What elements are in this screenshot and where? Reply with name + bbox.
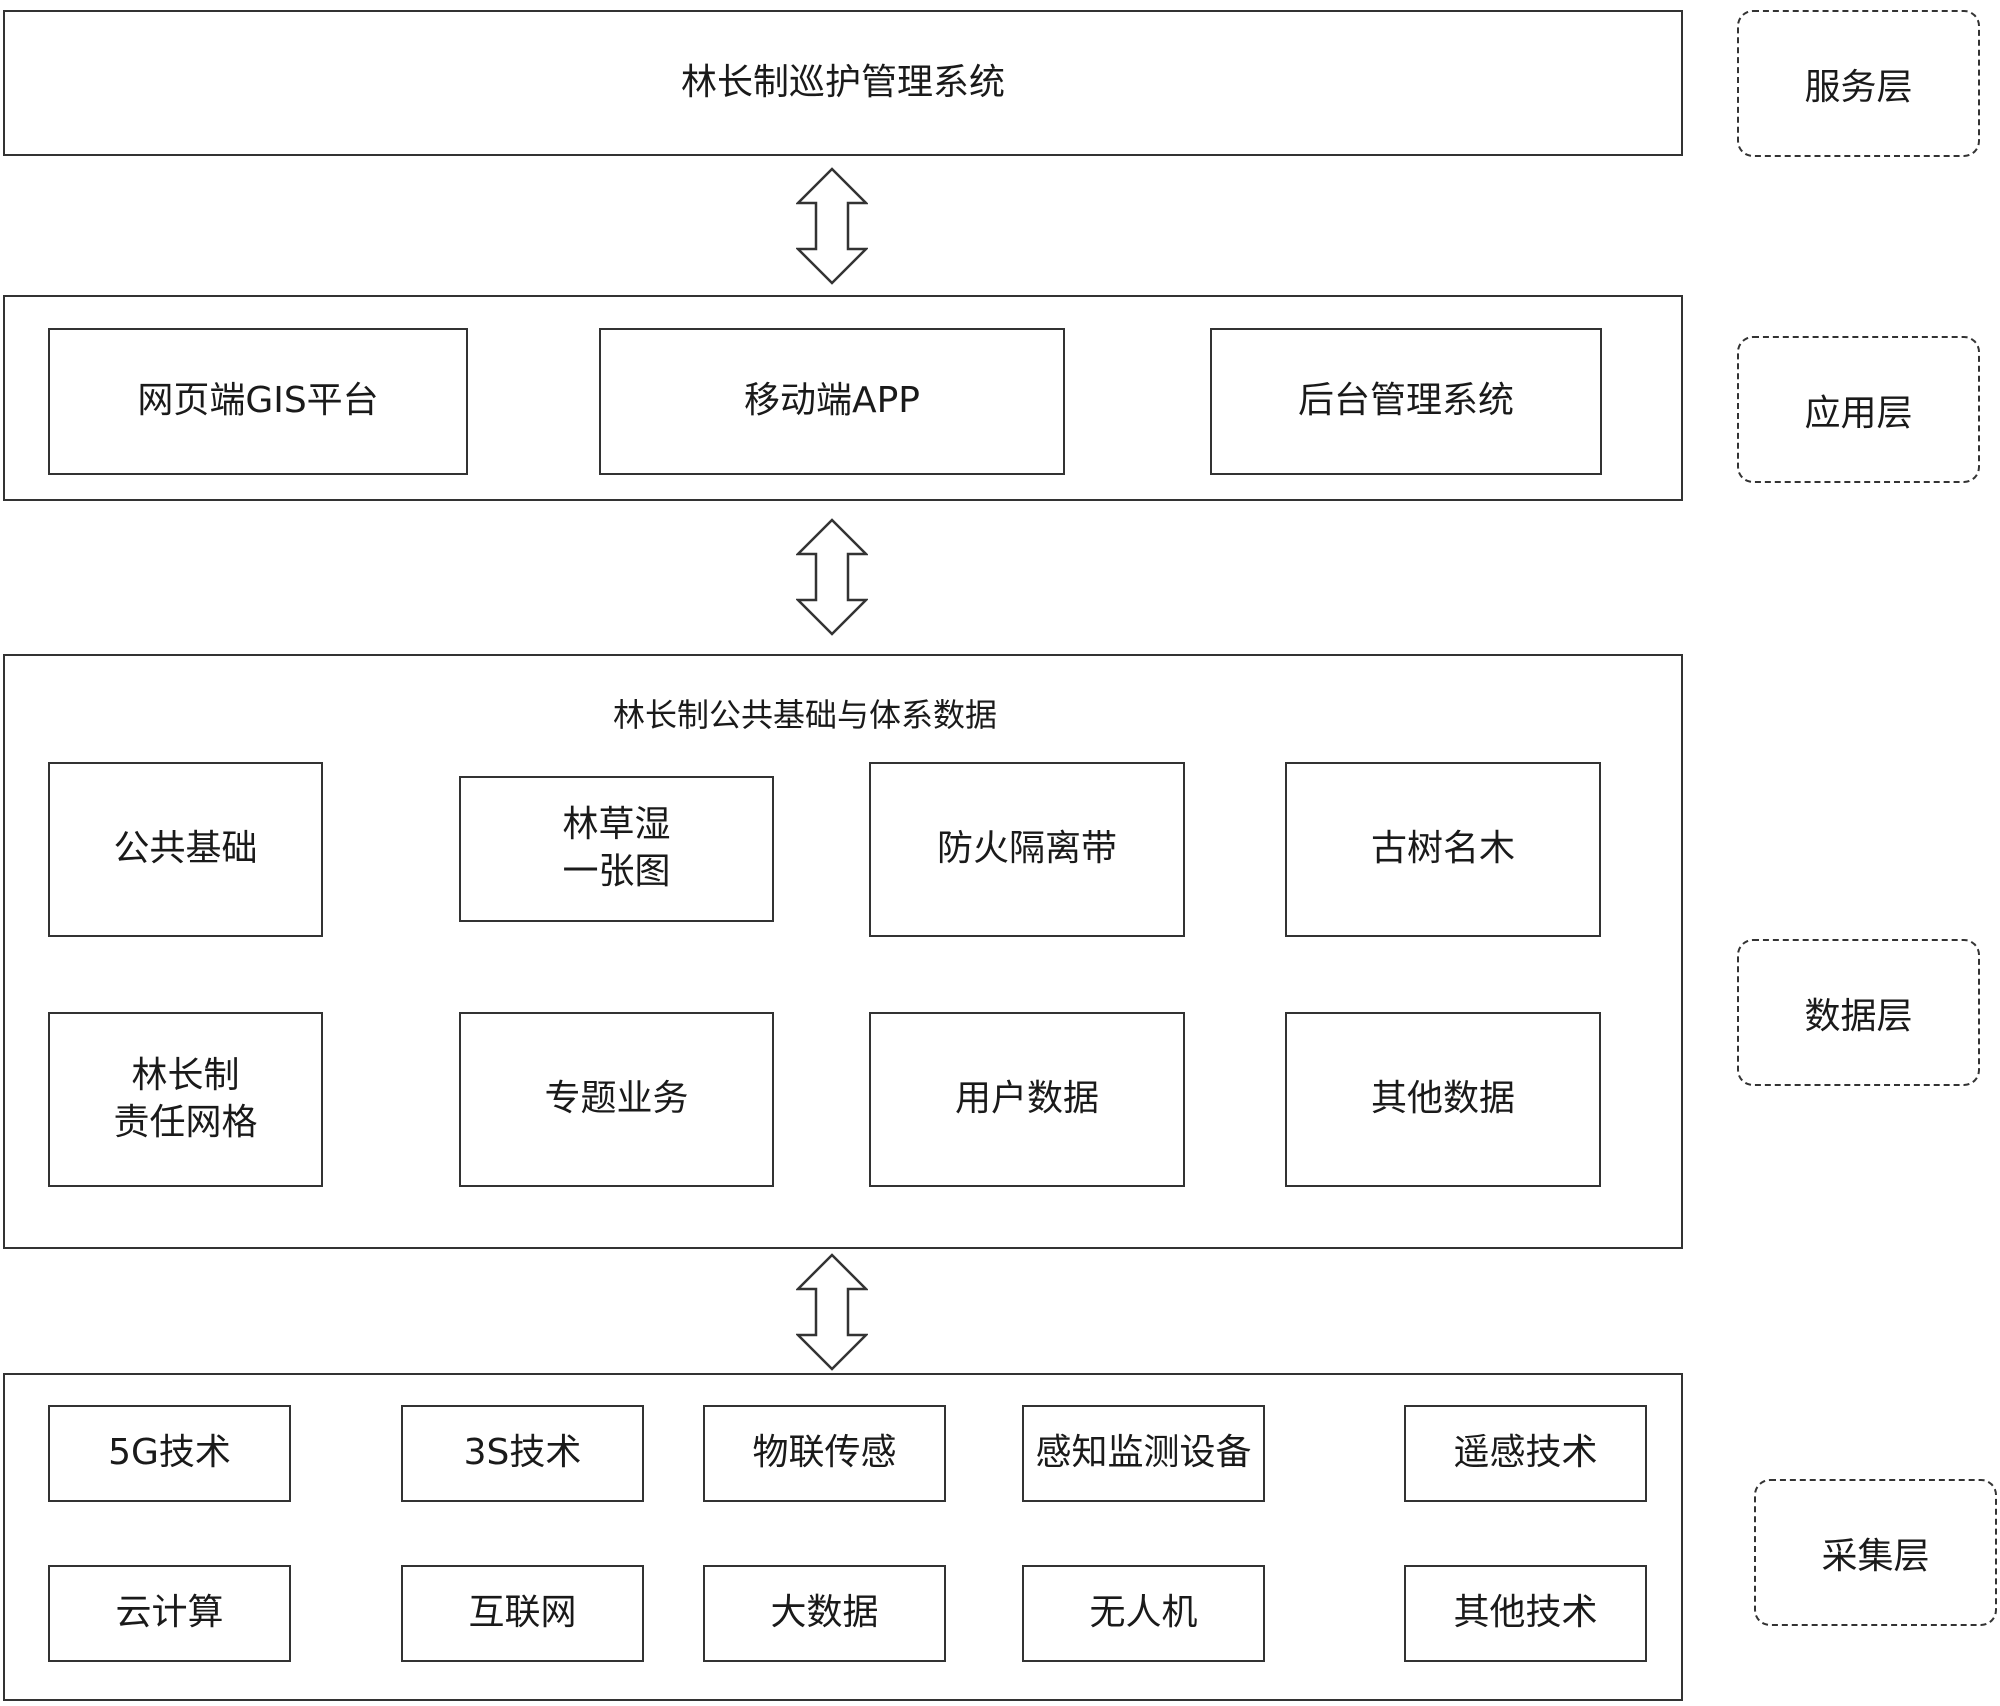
- layer-label-application: 应用层: [1737, 336, 1980, 483]
- collection-item-monitoring-devices: 感知监测设备: [1022, 1405, 1265, 1502]
- data-item-ancient-trees: 古树名木: [1285, 762, 1601, 937]
- layer-label-collection: 采集层: [1754, 1479, 1997, 1626]
- data-item-forest-grass-wetland: 林草湿 一张图: [459, 776, 774, 922]
- collection-item-remote-sensing: 遥感技术: [1404, 1405, 1647, 1502]
- data-item-responsibility-grid: 林长制 责任网格: [48, 1012, 323, 1187]
- collection-item-internet: 互联网: [401, 1565, 644, 1662]
- layer-label-data: 数据层: [1737, 939, 1980, 1086]
- collection-item-cloud-computing: 云计算: [48, 1565, 291, 1662]
- service-layer-box: 林长制巡护管理系统: [3, 10, 1683, 156]
- collection-item-5g: 5G技术: [48, 1405, 291, 1502]
- collection-item-iot-sensing: 物联传感: [703, 1405, 946, 1502]
- bidirectional-arrow-data-collection: [796, 1253, 868, 1371]
- app-item-backend: 后台管理系统: [1210, 328, 1602, 475]
- data-item-user-data: 用户数据: [869, 1012, 1185, 1187]
- collection-item-big-data: 大数据: [703, 1565, 946, 1662]
- system-title: 林长制巡护管理系统: [680, 61, 1005, 103]
- data-item-public-base: 公共基础: [48, 762, 323, 937]
- collection-item-3s: 3S技术: [401, 1405, 644, 1502]
- data-item-other-data: 其他数据: [1285, 1012, 1601, 1187]
- data-item-thematic-business: 专题业务: [459, 1012, 774, 1187]
- data-layer-title: 林长制公共基础与体系数据: [612, 696, 997, 734]
- bidirectional-arrow-service-application: [796, 167, 868, 285]
- bidirectional-arrow-application-data: [796, 518, 868, 636]
- data-item-firebreak: 防火隔离带: [869, 762, 1185, 937]
- app-item-web-gis: 网页端GIS平台: [48, 328, 468, 475]
- app-item-mobile: 移动端APP: [599, 328, 1065, 475]
- collection-item-other-tech: 其他技术: [1404, 1565, 1647, 1662]
- collection-item-drone: 无人机: [1022, 1565, 1265, 1662]
- layer-label-service: 服务层: [1737, 10, 1980, 157]
